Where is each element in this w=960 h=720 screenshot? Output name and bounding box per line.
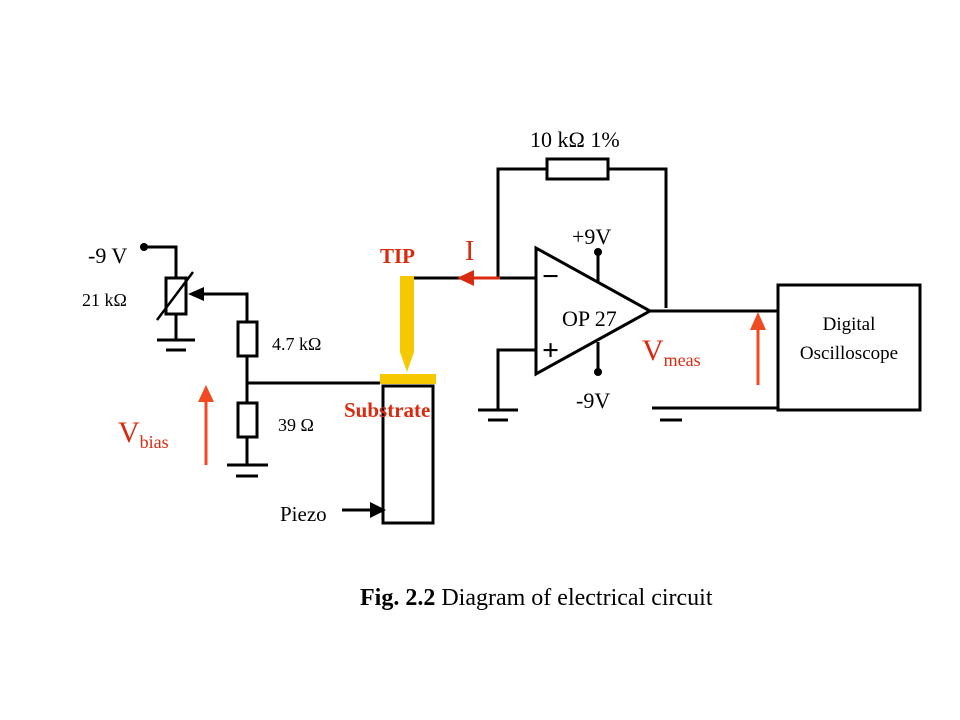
- caption-prefix: Fig. 2.2: [360, 585, 435, 611]
- feedback-resistor-label: 10 kΩ 1%: [530, 127, 620, 152]
- vbias-main: V: [118, 416, 140, 449]
- bias-supply-wire: [144, 245, 178, 278]
- vmeas-main: V: [642, 334, 664, 367]
- vbias-arrow-head: [198, 385, 214, 402]
- opamp-minus-sign: −: [542, 260, 559, 293]
- substrate-label: Substrate: [344, 398, 430, 422]
- oscilloscope-box: [776, 283, 922, 412]
- vmeas-arrow-head: [750, 312, 766, 330]
- tip-probe: [400, 276, 414, 372]
- opamp: − +: [534, 245, 654, 377]
- ground-symbol-pot: [157, 338, 195, 352]
- substrate-plate: [380, 374, 436, 384]
- oscilloscope-label-2: Oscilloscope: [800, 343, 898, 364]
- piezo-label: Piezo: [280, 502, 327, 526]
- supply-plus-dot: [594, 248, 602, 256]
- feedback-wire: [496, 167, 547, 278]
- ground-symbol-opamp: [478, 408, 518, 422]
- tip-label: TIP: [380, 244, 415, 268]
- oscilloscope-label-1: Digital: [823, 314, 876, 335]
- feedback-loop: [496, 157, 668, 308]
- vbias-label: Vbias: [118, 416, 169, 452]
- vmeas-label: Vmeas: [642, 334, 701, 370]
- wiper-arrow-head: [188, 287, 204, 301]
- r1-value-label: 4.7 kΩ: [272, 334, 321, 354]
- bias-supply-label: -9 V: [88, 243, 127, 268]
- wiper-wire: [202, 292, 249, 322]
- current-label: I: [465, 236, 474, 267]
- feedback-wire-right: [608, 167, 668, 308]
- feedback-resistor: [545, 157, 610, 181]
- figure-caption: Fig. 2.2 Diagram of electrical circuit: [360, 585, 713, 611]
- vmeas-sub: meas: [664, 350, 701, 370]
- resistor-4k7: [236, 320, 259, 358]
- opamp-triangle: [534, 245, 654, 377]
- vbias-sub: bias: [140, 432, 169, 452]
- caption-text: Diagram of electrical circuit: [435, 585, 713, 611]
- opamp-plus-sign: +: [542, 334, 559, 367]
- potentiometer-slash: [156, 271, 194, 321]
- piezo-arrow-head: [370, 502, 386, 518]
- pot-value-label: 21 kΩ: [82, 290, 127, 310]
- supply-minus-dot: [594, 368, 602, 376]
- noninverting-wire: [496, 348, 536, 410]
- supply-plus-label: +9V: [572, 224, 611, 249]
- piezo-block: [381, 384, 435, 525]
- resistor-39: [236, 401, 259, 439]
- ground-symbol-bias: [227, 463, 268, 478]
- current-arrow-head: [457, 270, 474, 286]
- supply-minus-label: -9V: [576, 388, 610, 413]
- r2-value-label: 39 Ω: [278, 415, 314, 435]
- opamp-label: OP 27: [562, 306, 617, 331]
